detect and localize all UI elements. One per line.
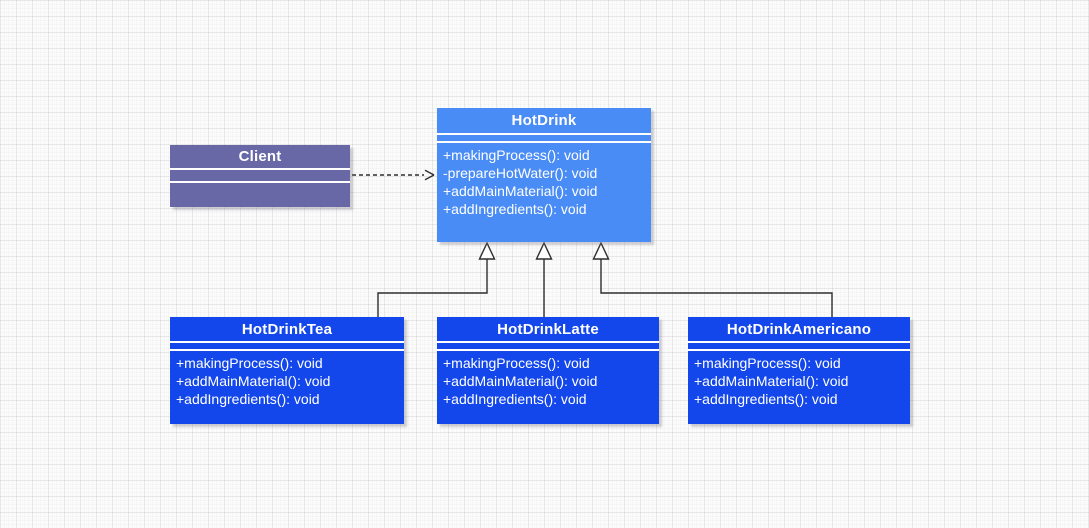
class-title: HotDrink [511, 112, 577, 129]
class-client[interactable]: Client [170, 145, 350, 207]
method-item: -prepareHotWater(): void [443, 165, 598, 181]
method-item: +addIngredients(): void [443, 201, 587, 217]
class-title: Client [238, 148, 282, 165]
attributes-section [170, 170, 350, 181]
method-item: +addMainMaterial(): void [443, 373, 598, 389]
section-divider [437, 141, 651, 143]
section-divider [437, 349, 659, 351]
hollow-triangle-icon [592, 241, 610, 260]
open-arrowhead-icon [424, 169, 435, 181]
methods-section: +makingProcess(): void -prepareHotWater(… [437, 143, 651, 218]
class-title: HotDrinkTea [241, 320, 333, 338]
generalization-line[interactable] [377, 259, 488, 317]
class-hotdrinklatte[interactable]: HotDrinkLatte +makingProcess(): void +ad… [437, 317, 659, 424]
method-item: +addIngredients(): void [443, 391, 587, 407]
section-divider [688, 341, 910, 343]
class-title: HotDrinkAmericano [726, 320, 872, 338]
generalization-tea-hotdrink[interactable] [377, 241, 496, 317]
methods-section: +makingProcess(): void +addMainMaterial(… [437, 351, 659, 408]
section-divider [437, 341, 659, 343]
method-item: +addMainMaterial(): void [176, 373, 331, 389]
section-divider [688, 349, 910, 351]
dependency-client-hotdrink[interactable] [352, 169, 435, 181]
method-item: +addMainMaterial(): void [443, 183, 598, 199]
method-item: +addMainMaterial(): void [694, 373, 849, 389]
method-item: +addIngredients(): void [694, 391, 838, 407]
generalization-latte-hotdrink[interactable] [535, 241, 553, 317]
hollow-triangle-icon [535, 241, 553, 260]
generalization-americano-hotdrink[interactable] [592, 241, 833, 317]
method-item: +makingProcess(): void [694, 355, 841, 371]
methods-section: +makingProcess(): void +addMainMaterial(… [170, 351, 404, 408]
class-hotdrink[interactable]: HotDrink +makingProcess(): void -prepare… [437, 108, 651, 242]
section-divider [170, 341, 404, 343]
section-divider [437, 133, 651, 135]
hollow-triangle-icon [478, 241, 496, 260]
methods-section [170, 183, 350, 186]
method-item: +makingProcess(): void [176, 355, 323, 371]
method-item: +makingProcess(): void [443, 147, 590, 163]
class-hotdrinkamericano[interactable]: HotDrinkAmericano +makingProcess(): void… [688, 317, 910, 424]
section-divider [170, 168, 350, 170]
class-hotdrinktea[interactable]: HotDrinkTea +makingProcess(): void +addM… [170, 317, 404, 424]
generalization-line[interactable] [600, 259, 833, 317]
section-divider [170, 181, 350, 183]
method-item: +makingProcess(): void [443, 355, 590, 371]
method-item: +addIngredients(): void [176, 391, 320, 407]
methods-section: +makingProcess(): void +addMainMaterial(… [688, 351, 910, 408]
section-divider [170, 349, 404, 351]
class-title: HotDrinkLatte [497, 320, 599, 338]
